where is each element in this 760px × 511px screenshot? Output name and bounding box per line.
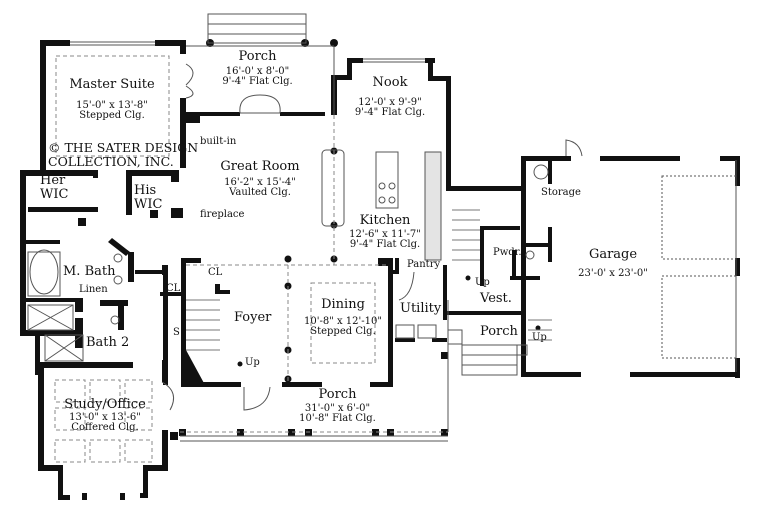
room-utility: Utility <box>400 301 442 316</box>
stair-up-foyer: Up <box>245 357 260 368</box>
copyright-line-1: © THE SATER DESIGN <box>48 140 199 155</box>
room-ceiling: Vaulted Clg. <box>229 187 291 199</box>
room-dimensions: 23'-0' x 23'-0" <box>578 267 648 279</box>
room-vest: Vest. <box>480 291 512 306</box>
room-name: Garage <box>588 247 638 262</box>
room-bath-2: Bath 2 <box>86 335 130 350</box>
room-ceiling: 10'-8" Flat Clg. <box>299 413 376 425</box>
room-dimensions: 13'-0" x 13'-6" <box>69 411 141 423</box>
room-ceiling: Stepped Clg. <box>310 326 376 338</box>
room-dimensions: 16'-2" x 15'-4" <box>224 176 296 188</box>
room-kitchen: Kitchen 12'-6" x 11'-7" 9'-4" Flat Clg. <box>345 214 425 251</box>
room-foyer: Foyer <box>234 310 272 325</box>
room-name: Master Suite <box>69 77 155 92</box>
closet-cl-2: CL <box>208 267 223 278</box>
room-porch-front: Porch 31'-0" x 6'-0" 10'-8" Flat Clg. <box>295 388 380 425</box>
room-name-line: WIC <box>40 186 69 202</box>
room-nook: Nook 12'-0' x 9'-9" 9'-4" Flat Clg. <box>345 76 435 119</box>
room-ceiling: 9'-4" Flat Clg. <box>349 239 421 251</box>
copyright-notice: © THE SATER DESIGN COLLECTION, INC. <box>48 140 199 170</box>
closet-cl-1: CL <box>166 283 181 294</box>
room-master-suite: Master Suite 15'-0" x 13'-8" Stepped Clg… <box>62 78 162 122</box>
copyright-line-2: COLLECTION, INC. <box>48 154 174 170</box>
room-ceiling: Stepped Clg. <box>79 110 145 122</box>
room-pwdr: Pwdr. <box>493 247 522 258</box>
room-study-office: Study/Office 13'-0" x 13'-6" Coffered Cl… <box>55 398 155 434</box>
room-m-bath: M. Bath <box>63 264 116 279</box>
room-name: Nook <box>372 75 408 90</box>
note-fireplace: fireplace <box>200 209 245 220</box>
room-storage: Storage <box>541 187 581 198</box>
room-linen: Linen <box>79 284 108 295</box>
room-dining: Dining 10'-8" x 12'-10" Stepped Clg. <box>303 298 383 338</box>
room-name: Great Room <box>220 159 300 174</box>
room-dimensions: 16'-0' x 8'-0" <box>225 65 290 77</box>
room-name-line: Her <box>40 173 66 188</box>
room-garage: Garage 23'-0' x 23'-0" <box>563 248 663 279</box>
stair-up-garage: Up <box>532 332 547 343</box>
room-his-wic: His WIC <box>134 184 162 211</box>
room-great-room: Great Room 16'-2" x 15'-4" Vaulted Clg. <box>210 160 310 199</box>
stair-up-vest: Up <box>475 277 490 288</box>
room-ceiling: 9'-4" Flat Clg. <box>354 107 426 119</box>
room-name-line: WIC <box>134 196 163 212</box>
note-built-in: built-in <box>200 136 237 147</box>
room-dimensions: 10'-8" x 12'-10" <box>304 315 382 327</box>
room-name: Porch <box>318 387 357 402</box>
room-name: Dining <box>321 297 365 312</box>
storage-s: S <box>173 327 180 338</box>
room-pantry: Pantry <box>407 259 441 270</box>
room-porch-side: Porch <box>480 324 518 339</box>
room-dimensions: 12'-6" x 11'-7" <box>349 228 421 240</box>
room-ceiling: Coffered Clg. <box>71 422 139 434</box>
room-dimensions: 31'-0" x 6'-0" <box>304 402 371 414</box>
room-name: Study/Office <box>64 397 146 412</box>
room-name: Kitchen <box>359 213 411 228</box>
room-name: Porch <box>238 49 277 64</box>
room-her-wic: Her WIC <box>40 174 68 201</box>
room-dimensions: 12'-0' x 9'-9" <box>358 96 422 108</box>
room-dimensions: 15'-0" x 13'-8" <box>76 99 148 111</box>
room-ceiling: 9'-4" Flat Clg. <box>222 76 293 88</box>
room-name-line: His <box>134 183 157 198</box>
room-porch-rear: Porch 16'-0' x 8'-0" 9'-4" Flat Clg. <box>205 50 310 88</box>
